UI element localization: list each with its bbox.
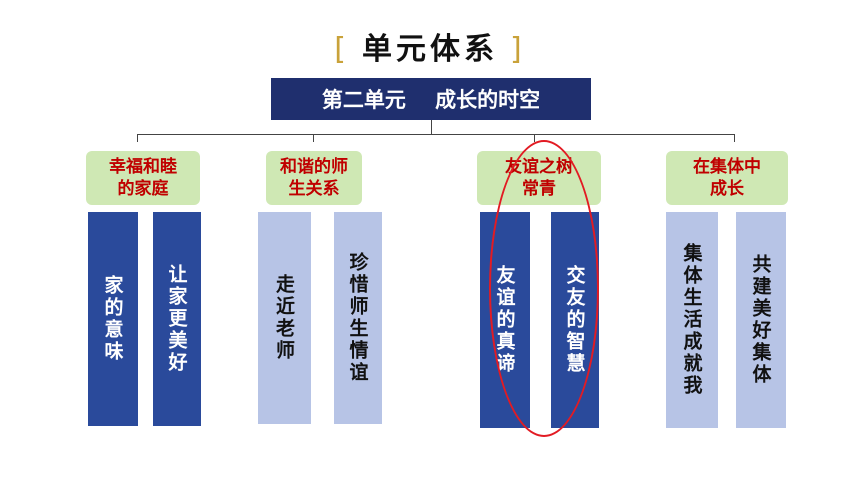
topic-line: 在集体中 bbox=[693, 157, 761, 177]
title-text: 单元体系 bbox=[362, 32, 498, 67]
lesson-label: 共建美好集体 bbox=[749, 254, 772, 386]
lesson-label: 家的意味 bbox=[101, 275, 124, 363]
lesson-label: 走近老师 bbox=[273, 274, 295, 362]
bracket-right: ] bbox=[510, 32, 526, 67]
lesson-column: 家的意味 bbox=[88, 212, 138, 426]
lesson-column: 让家更美好 bbox=[153, 212, 201, 426]
lesson-label: 集体生活成就我 bbox=[680, 243, 703, 397]
connector-branch-2 bbox=[313, 134, 314, 142]
lesson-column: 集体生活成就我 bbox=[666, 212, 718, 428]
topic-line: 成长 bbox=[710, 179, 744, 199]
connector-vertical-main bbox=[431, 120, 432, 134]
lesson-label: 让家更美好 bbox=[165, 264, 188, 374]
connector-horizontal bbox=[137, 134, 734, 135]
topic-line: 幸福和睦 bbox=[109, 157, 177, 177]
lesson-label: 珍惜师生情谊 bbox=[346, 252, 369, 384]
page-title: [ 单元体系] bbox=[0, 24, 860, 68]
lesson-column: 走近老师 bbox=[258, 212, 311, 424]
unit-box: 第二单元 成长的时空 bbox=[271, 78, 591, 120]
connector-branch-3 bbox=[534, 134, 535, 142]
topic-line: 的家庭 bbox=[117, 179, 169, 199]
lesson-column: 珍惜师生情谊 bbox=[334, 212, 382, 424]
bracket-left: [ bbox=[334, 32, 350, 67]
topic-line: 生关系 bbox=[288, 179, 340, 199]
topic-family: 幸福和睦的家庭 bbox=[86, 151, 200, 205]
highlight-ellipse bbox=[489, 140, 599, 437]
connector-branch-4 bbox=[734, 134, 735, 142]
topic-collective: 在集体中成长 bbox=[666, 151, 788, 205]
topic-teacher: 和谐的师生关系 bbox=[266, 151, 362, 205]
lesson-column: 共建美好集体 bbox=[736, 212, 786, 428]
topic-line: 和谐的师 bbox=[280, 157, 348, 177]
connector-branch-1 bbox=[137, 134, 138, 142]
